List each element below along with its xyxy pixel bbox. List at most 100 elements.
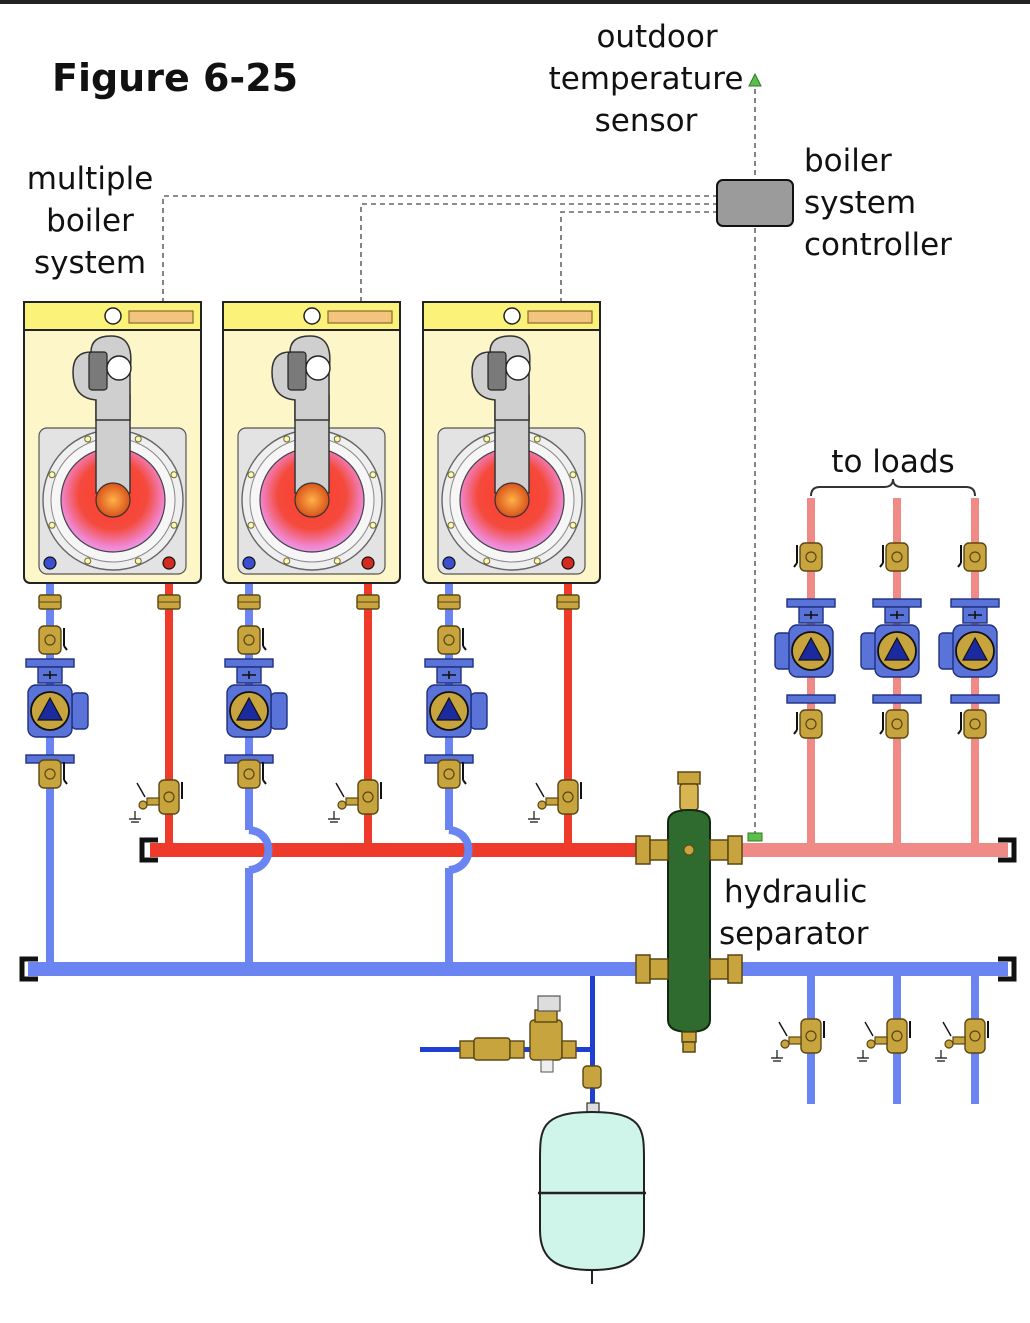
pump-triangle-icon bbox=[435, 696, 463, 721]
valve-handle bbox=[462, 628, 467, 651]
to-loads-brace bbox=[810, 478, 976, 497]
mounting-bolt bbox=[483, 435, 491, 443]
valve-ball bbox=[243, 634, 255, 646]
to-loads-label: to loads bbox=[831, 444, 954, 480]
pump-motor bbox=[470, 692, 488, 730]
boiler bbox=[422, 301, 601, 970]
separator-drain bbox=[681, 1031, 697, 1043]
mounting-bolt bbox=[84, 435, 92, 443]
ground-symbol bbox=[771, 1050, 783, 1062]
control-wiring bbox=[162, 80, 756, 836]
isolation-valve bbox=[38, 759, 68, 789]
supply-connection bbox=[361, 556, 375, 570]
pump-flange-top bbox=[25, 658, 75, 668]
headers bbox=[19, 832, 1017, 982]
drain-valve bbox=[528, 779, 582, 823]
boiler1-control-wire bbox=[162, 195, 718, 302]
isolation-valve bbox=[957, 709, 987, 739]
valve-ball bbox=[891, 718, 903, 730]
multiple-boiler-label-line1: multiple bbox=[27, 161, 154, 197]
valve-handle bbox=[262, 762, 267, 785]
boiler-display bbox=[128, 310, 194, 324]
check-valve-symbol bbox=[43, 671, 57, 679]
blower-inlet bbox=[106, 355, 132, 381]
drain-cap bbox=[337, 800, 347, 810]
valve-ball bbox=[443, 634, 455, 646]
isolation-valve bbox=[437, 625, 467, 655]
valve-ball bbox=[969, 551, 981, 563]
mounting-bolt bbox=[170, 471, 178, 479]
drain-valve-ball bbox=[562, 791, 574, 803]
valve-body bbox=[237, 625, 261, 655]
tank-isolation-valve bbox=[582, 1065, 602, 1089]
pump-flange-top bbox=[872, 598, 922, 608]
drain-handle bbox=[136, 782, 146, 798]
valve-body bbox=[38, 759, 62, 789]
sep-conn-ret-left-2 bbox=[649, 958, 669, 980]
blower-inlet bbox=[505, 355, 531, 381]
drain-cap bbox=[866, 1039, 876, 1049]
drain-valve-ball bbox=[805, 1030, 817, 1042]
mounting-bolt bbox=[333, 435, 341, 443]
controller-label-line1: boiler bbox=[804, 143, 892, 179]
pump-triangle-icon bbox=[36, 696, 64, 721]
pump-flange-top bbox=[786, 598, 836, 608]
pump-triangle-icon bbox=[797, 636, 825, 661]
pump-flange-bottom bbox=[950, 694, 1000, 704]
valve-ball bbox=[969, 718, 981, 730]
check-valve-symbol bbox=[242, 671, 256, 679]
isolation-valve bbox=[793, 709, 823, 739]
pipe-union bbox=[556, 594, 580, 610]
valve-ball bbox=[443, 768, 455, 780]
drain-valve-ball bbox=[891, 1030, 903, 1042]
boiler-supply-pipe bbox=[364, 560, 372, 850]
separator-port bbox=[683, 844, 695, 856]
valve-handle bbox=[957, 712, 962, 735]
separator-label-line1: hydraulic bbox=[724, 874, 867, 910]
mounting-bolt bbox=[247, 471, 255, 479]
valve-handle bbox=[462, 762, 467, 785]
valve-body bbox=[885, 542, 909, 572]
return-crossover bbox=[448, 826, 473, 874]
boiler-group bbox=[23, 301, 601, 970]
drain-handle bbox=[864, 1021, 874, 1037]
burner-head bbox=[95, 482, 131, 518]
sensor-label-line2: temperature bbox=[549, 61, 744, 97]
pump-motor bbox=[270, 692, 288, 730]
load-circuits bbox=[771, 498, 1000, 1104]
drain-valve bbox=[771, 1018, 825, 1062]
sep-conn-ret-right-1 bbox=[709, 958, 729, 980]
boiler bbox=[23, 301, 202, 970]
drain-cap bbox=[138, 800, 148, 810]
mounting-bolt bbox=[134, 557, 142, 565]
drain-cap bbox=[537, 800, 547, 810]
blower-motor bbox=[88, 351, 108, 391]
ground-symbol bbox=[129, 811, 141, 823]
mounting-bolt bbox=[569, 521, 577, 529]
valve-handle bbox=[879, 545, 884, 568]
prv-outlet bbox=[561, 1040, 577, 1059]
isolation-valve bbox=[879, 542, 909, 572]
prv-adjust-cap bbox=[537, 995, 561, 1012]
mounting-bolt bbox=[533, 435, 541, 443]
valve-handle bbox=[262, 628, 267, 651]
ground-symbol bbox=[935, 1050, 947, 1062]
pipe-union bbox=[237, 594, 261, 610]
figure-title: Figure 6-25 bbox=[52, 56, 298, 100]
valve-handle bbox=[793, 545, 798, 568]
return-end-cap-right bbox=[998, 956, 1017, 982]
isolation-valve bbox=[237, 625, 267, 655]
valve-ball bbox=[891, 551, 903, 563]
isolation-valve bbox=[38, 625, 68, 655]
burner-head bbox=[294, 482, 330, 518]
circulator-pump bbox=[424, 658, 488, 764]
drain-valve bbox=[328, 779, 382, 823]
circulator-pump bbox=[25, 658, 89, 764]
boiler-supply-pipe bbox=[165, 560, 173, 850]
circulator-pump bbox=[774, 598, 836, 704]
mounting-bolt bbox=[369, 471, 377, 479]
drain-valve bbox=[857, 1018, 911, 1062]
pump-triangle-icon bbox=[883, 636, 911, 661]
